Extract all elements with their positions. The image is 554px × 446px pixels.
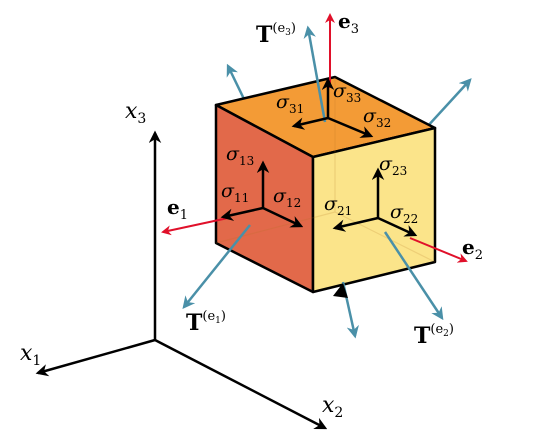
stress-arrows-face-3 — [291, 77, 374, 138]
sigma22-label: σ22 — [390, 201, 418, 226]
bottom-arrow-tip — [333, 283, 348, 298]
sigma12-label: σ12 — [273, 185, 301, 210]
sigma22-arrow — [377, 216, 418, 237]
stress-arrows-face-1 — [220, 160, 304, 228]
axis-labels: x3 x1 x2 — [20, 99, 343, 421]
e2-label: e2 — [462, 235, 483, 263]
traction-e2-arrow — [383, 231, 444, 321]
traction-e1-arrow — [182, 224, 251, 309]
front-tractions — [182, 25, 444, 339]
traction-e1-label: T(e1) — [186, 309, 226, 336]
e2-arrow — [409, 237, 468, 263]
sigma31-arrow — [291, 116, 329, 130]
coordinate-axes — [35, 130, 328, 430]
basis-vectors — [161, 13, 468, 263]
sigma21-arrow — [332, 216, 379, 232]
sigma32-label: σ32 — [363, 105, 391, 130]
sigma13-label: σ13 — [226, 143, 254, 168]
basis-labels: e3 e1 e2 — [167, 9, 483, 263]
sigma11-label: σ11 — [221, 180, 249, 205]
sigma21-label: σ21 — [324, 193, 352, 218]
sigma33-label: σ33 — [333, 80, 361, 105]
x1-axis — [35, 338, 156, 377]
e1-label: e1 — [167, 195, 188, 223]
sigma11-arrow — [220, 206, 264, 221]
e3-label: e3 — [338, 9, 359, 37]
cube — [214, 75, 437, 294]
x2-label: x2 — [322, 393, 343, 421]
cube-right-face — [311, 126, 437, 294]
traction-e2-label: T(e2) — [414, 322, 454, 349]
stress-arrows-face-2 — [332, 167, 418, 237]
x1-label: x1 — [20, 341, 41, 369]
traction-e3-arrow — [303, 25, 327, 123]
x2-axis — [154, 338, 328, 430]
sigma32-arrow — [327, 116, 374, 138]
sigma31-label: σ31 — [276, 91, 304, 116]
x3-label: x3 — [125, 99, 146, 127]
traction-labels: T(e3) T(e1) T(e2) — [186, 21, 454, 349]
sigma12-arrow — [262, 206, 304, 228]
hidden-edges — [215, 77, 436, 263]
traction-e3-label: T(e3) — [256, 21, 296, 48]
sigma23-label: σ23 — [379, 153, 407, 178]
stress-labels: σ13 σ11 σ12 σ23 σ21 σ22 σ31 σ33 σ32 — [221, 80, 418, 226]
e1-arrow — [161, 217, 229, 236]
